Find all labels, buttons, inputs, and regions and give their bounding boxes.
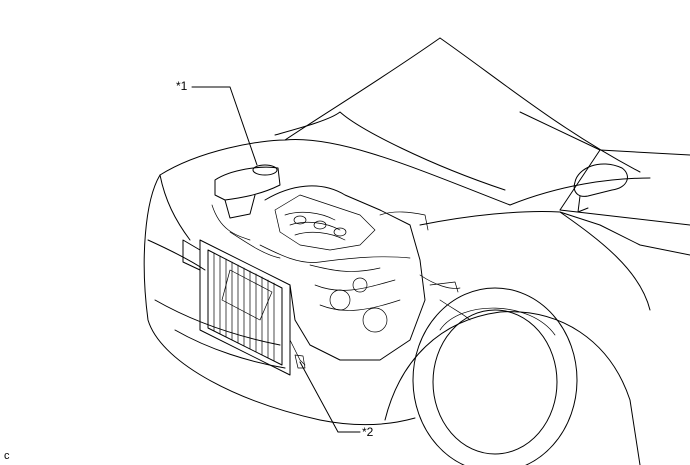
leader-line-2 bbox=[299, 361, 361, 433]
front-wheel bbox=[412, 287, 578, 465]
windshield bbox=[519, 111, 690, 226]
side-mirror bbox=[573, 163, 628, 213]
callout-label-1: *1 bbox=[176, 79, 188, 93]
coolant-reservoir bbox=[211, 164, 281, 241]
callout-label-2: *2 bbox=[362, 425, 374, 439]
fender-body bbox=[384, 211, 690, 465]
front-bumper bbox=[143, 174, 416, 426]
radiator bbox=[199, 239, 291, 376]
engine-assembly bbox=[229, 185, 471, 369]
hood-outline bbox=[159, 37, 651, 206]
callout-leaders bbox=[191, 86, 361, 433]
figure-code: c bbox=[4, 450, 10, 462]
leader-line-1 bbox=[191, 86, 258, 166]
